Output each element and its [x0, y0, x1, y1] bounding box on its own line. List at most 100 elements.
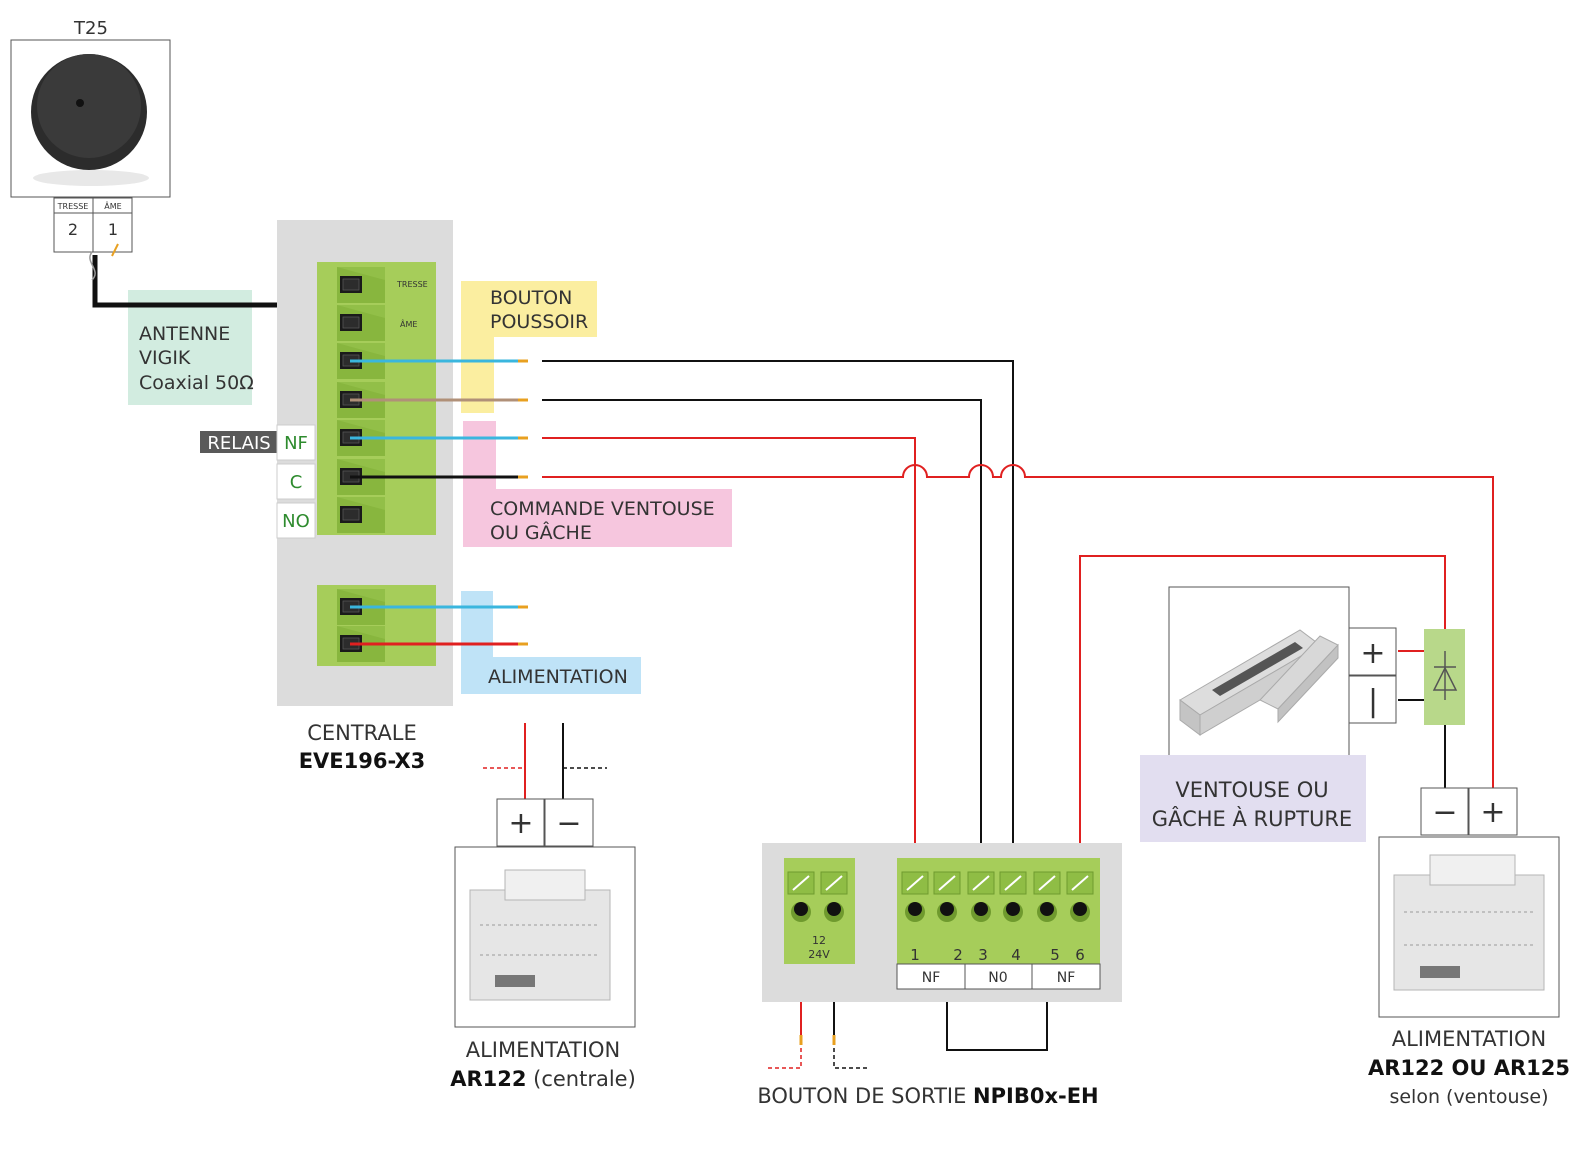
- command-line2: OU GÂCHE: [490, 521, 592, 544]
- exit-button-caption: BOUTON DE SORTIE NPIB0x-EH: [757, 1084, 1098, 1108]
- psu-central-suffix: (centrale): [526, 1067, 635, 1091]
- exit-terminal-1: [787, 871, 815, 922]
- psu-ventouse-device-icon: [1393, 854, 1545, 991]
- psu-central-model: AR122: [450, 1067, 526, 1091]
- t25-reader-face: [37, 54, 141, 158]
- exit-pin-3: 3: [978, 946, 988, 964]
- relay-label: RELAIS: [207, 433, 270, 454]
- wire-exit-6: [1079, 555, 1446, 905]
- psu-central-plus: +: [508, 806, 533, 841]
- exit-group-row: [896, 963, 1101, 990]
- exit-terminal-2: [820, 871, 848, 922]
- exit-group-nf-1: NF: [922, 970, 941, 986]
- central-model: EVE196-X3: [299, 749, 426, 773]
- antenna-line1: ANTENNE: [139, 323, 230, 345]
- exit-terminal-7: [1033, 871, 1061, 922]
- t25-title: T25: [73, 18, 108, 39]
- exit-terminal-5: [967, 871, 995, 922]
- exit-pin-5: 5: [1050, 946, 1060, 964]
- exit-main-terminal: [897, 858, 1100, 964]
- ventouse: + | VENTOUSE OU GÂCHE À RUPTURE: [1140, 586, 1465, 842]
- psu-central: + − ALIMENTATION AR122 (centrale): [450, 798, 636, 1091]
- ventouse-minus: |: [1368, 684, 1378, 719]
- push-button-line1: BOUTON: [490, 287, 572, 309]
- exit-group-n0: N0: [988, 970, 1007, 986]
- central-name: CENTRALE: [307, 721, 417, 745]
- t25-pin-1: 1: [108, 220, 118, 239]
- exit-terminals: [787, 871, 1094, 922]
- ventouse-label-box: [1140, 755, 1366, 842]
- push-button-label-box: [461, 281, 597, 337]
- psu-central-minus-box: [544, 798, 594, 847]
- central-wire-stubs: [350, 359, 528, 646]
- wire-pushbutton-1: [542, 360, 1014, 905]
- psu-central-line1: ALIMENTATION: [466, 1038, 621, 1062]
- central-terminal-1: [337, 267, 385, 303]
- relay-no: NO: [282, 511, 310, 532]
- exit-caption-prefix: BOUTON DE SORTIE: [757, 1084, 973, 1108]
- ventouse-plus: +: [1360, 636, 1385, 671]
- psu-central-minus: −: [556, 806, 581, 841]
- antenna-label-box: [128, 290, 252, 405]
- wire-relay-c: [542, 464, 1494, 789]
- exit-power-24: 24V: [808, 948, 830, 961]
- central-terminals: [337, 267, 385, 662]
- psu-central-plus-box: [496, 798, 545, 847]
- ventouse-plus-box: [1348, 627, 1397, 676]
- coax-braid: [89, 251, 96, 281]
- psu-ventouse-minus-box: [1420, 787, 1469, 836]
- relay-c-box: [276, 463, 316, 500]
- power-label: ALIMENTATION: [488, 666, 628, 688]
- wire-pushbutton-2: [542, 399, 982, 905]
- exit-caption-model: NPIB0x-EH: [973, 1084, 1099, 1108]
- psu-ventouse-line3: selon (ventouse): [1389, 1086, 1548, 1108]
- psu-ventouse-plus: +: [1480, 795, 1505, 830]
- psu-ventouse-line1: ALIMENTATION: [1392, 1027, 1547, 1051]
- exit-pin-2: 2: [953, 946, 963, 964]
- t25-reader: T25 TRESSE ÂME 2 1: [10, 18, 171, 253]
- exit-group-nf-2: NF: [1057, 970, 1076, 986]
- ventouse-line1: VENTOUSE OU: [1175, 778, 1328, 802]
- exit-terminal-3: [901, 871, 929, 922]
- psu-ventouse: − + ALIMENTATION AR122 OU AR125 selon (v…: [1368, 787, 1570, 1108]
- t25-shadow: [33, 170, 149, 186]
- central-terminal-7: [337, 497, 385, 533]
- diode-icon: [1432, 651, 1458, 700]
- psu-ventouse-plus-box: [1468, 787, 1518, 836]
- antenna-line3: Coaxial 50Ω: [139, 372, 254, 394]
- central-pin-tresse: TRESSE: [396, 280, 428, 289]
- central-pin-ame: ÂME: [400, 318, 417, 329]
- exit-power-12: 12: [812, 934, 826, 947]
- relay-no-box: [276, 502, 316, 539]
- relay-c: C: [290, 472, 303, 493]
- exit-pin-1: 1: [910, 946, 920, 964]
- psu-central-caption: AR122 (centrale): [450, 1067, 636, 1091]
- push-button-line2: POUSSOIR: [490, 311, 588, 333]
- t25-pin-2: 2: [68, 220, 78, 239]
- command-label-tab: [463, 421, 496, 491]
- exit-pin-4: 4: [1011, 946, 1021, 964]
- exit-terminal-8: [1066, 871, 1094, 922]
- t25-ame-header: ÂME: [104, 200, 121, 211]
- ventouse-line2: GÂCHE À RUPTURE: [1152, 806, 1352, 831]
- coax-core: [111, 243, 119, 257]
- maglock-icon: [1179, 629, 1339, 736]
- central-terminal-2: [337, 305, 385, 341]
- exit-terminal-6: [999, 871, 1027, 922]
- exit-terminal-4: [933, 871, 961, 922]
- psu-ventouse-model: AR122 OU AR125: [1368, 1056, 1570, 1080]
- power-label-tab: [461, 591, 493, 658]
- psu-central-device-icon: [469, 869, 611, 1001]
- exit-pin-6: 6: [1075, 946, 1085, 964]
- psu-ventouse-minus: −: [1432, 795, 1457, 830]
- wire-relay-nf: [542, 437, 916, 905]
- wires: [483, 360, 1494, 1069]
- ventouse-minus-box: [1348, 675, 1397, 724]
- relay-label-box: [200, 431, 278, 453]
- t25-tresse-header: TRESSE: [57, 202, 89, 211]
- antenna-line2: VIGIK: [139, 347, 191, 369]
- t25-led-icon: [76, 99, 84, 107]
- relay-nf: NF: [284, 433, 308, 454]
